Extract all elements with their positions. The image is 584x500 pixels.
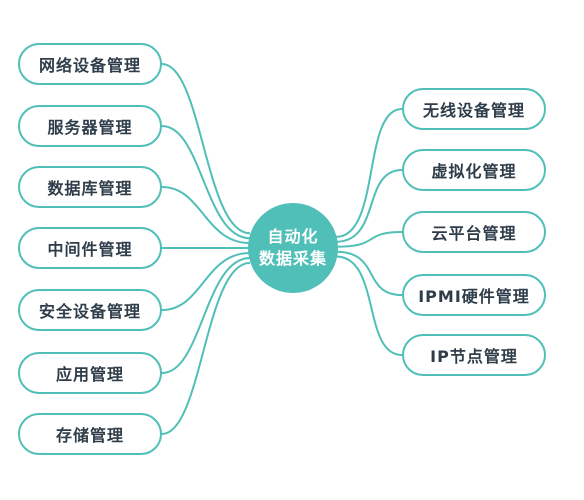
node-storage-mgmt[interactable]: 存储管理 xyxy=(18,413,162,455)
connector-right-1 xyxy=(335,169,403,243)
node-server-mgmt[interactable]: 服务器管理 xyxy=(18,105,162,147)
connector-right-3 xyxy=(335,250,403,296)
connector-left-1 xyxy=(161,125,251,240)
connector-left-5 xyxy=(161,257,251,374)
node-wireless-device-mgmt[interactable]: 无线设备管理 xyxy=(402,88,546,130)
node-virtualization-mgmt[interactable]: 虚拟化管理 xyxy=(402,149,546,191)
hub-auto-data-collection[interactable]: 自动化 数据采集 xyxy=(248,203,338,293)
connector-right-0 xyxy=(335,108,403,238)
node-ipmi-hardware-mgmt[interactable]: IPMI硬件管理 xyxy=(402,274,546,316)
connector-right-4 xyxy=(335,255,403,356)
connector-left-6 xyxy=(161,261,251,435)
connector-right-2 xyxy=(335,231,403,248)
hub-label-line2: 数据采集 xyxy=(258,249,327,268)
hub-label-line1: 自动化 xyxy=(267,227,319,246)
node-middleware-mgmt[interactable]: 中间件管理 xyxy=(18,227,162,269)
connector-left-4 xyxy=(161,251,251,311)
node-database-mgmt[interactable]: 数据库管理 xyxy=(18,166,162,208)
node-cloud-platform-mgmt[interactable]: 云平台管理 xyxy=(402,211,546,253)
node-application-mgmt[interactable]: 应用管理 xyxy=(18,352,162,394)
node-security-device-mgmt[interactable]: 安全设备管理 xyxy=(18,289,162,331)
node-ip-node-mgmt[interactable]: IP节点管理 xyxy=(402,334,546,376)
node-network-device-mgmt[interactable]: 网络设备管理 xyxy=(18,43,162,85)
connector-left-0 xyxy=(161,63,251,235)
connector-left-2 xyxy=(161,186,251,245)
